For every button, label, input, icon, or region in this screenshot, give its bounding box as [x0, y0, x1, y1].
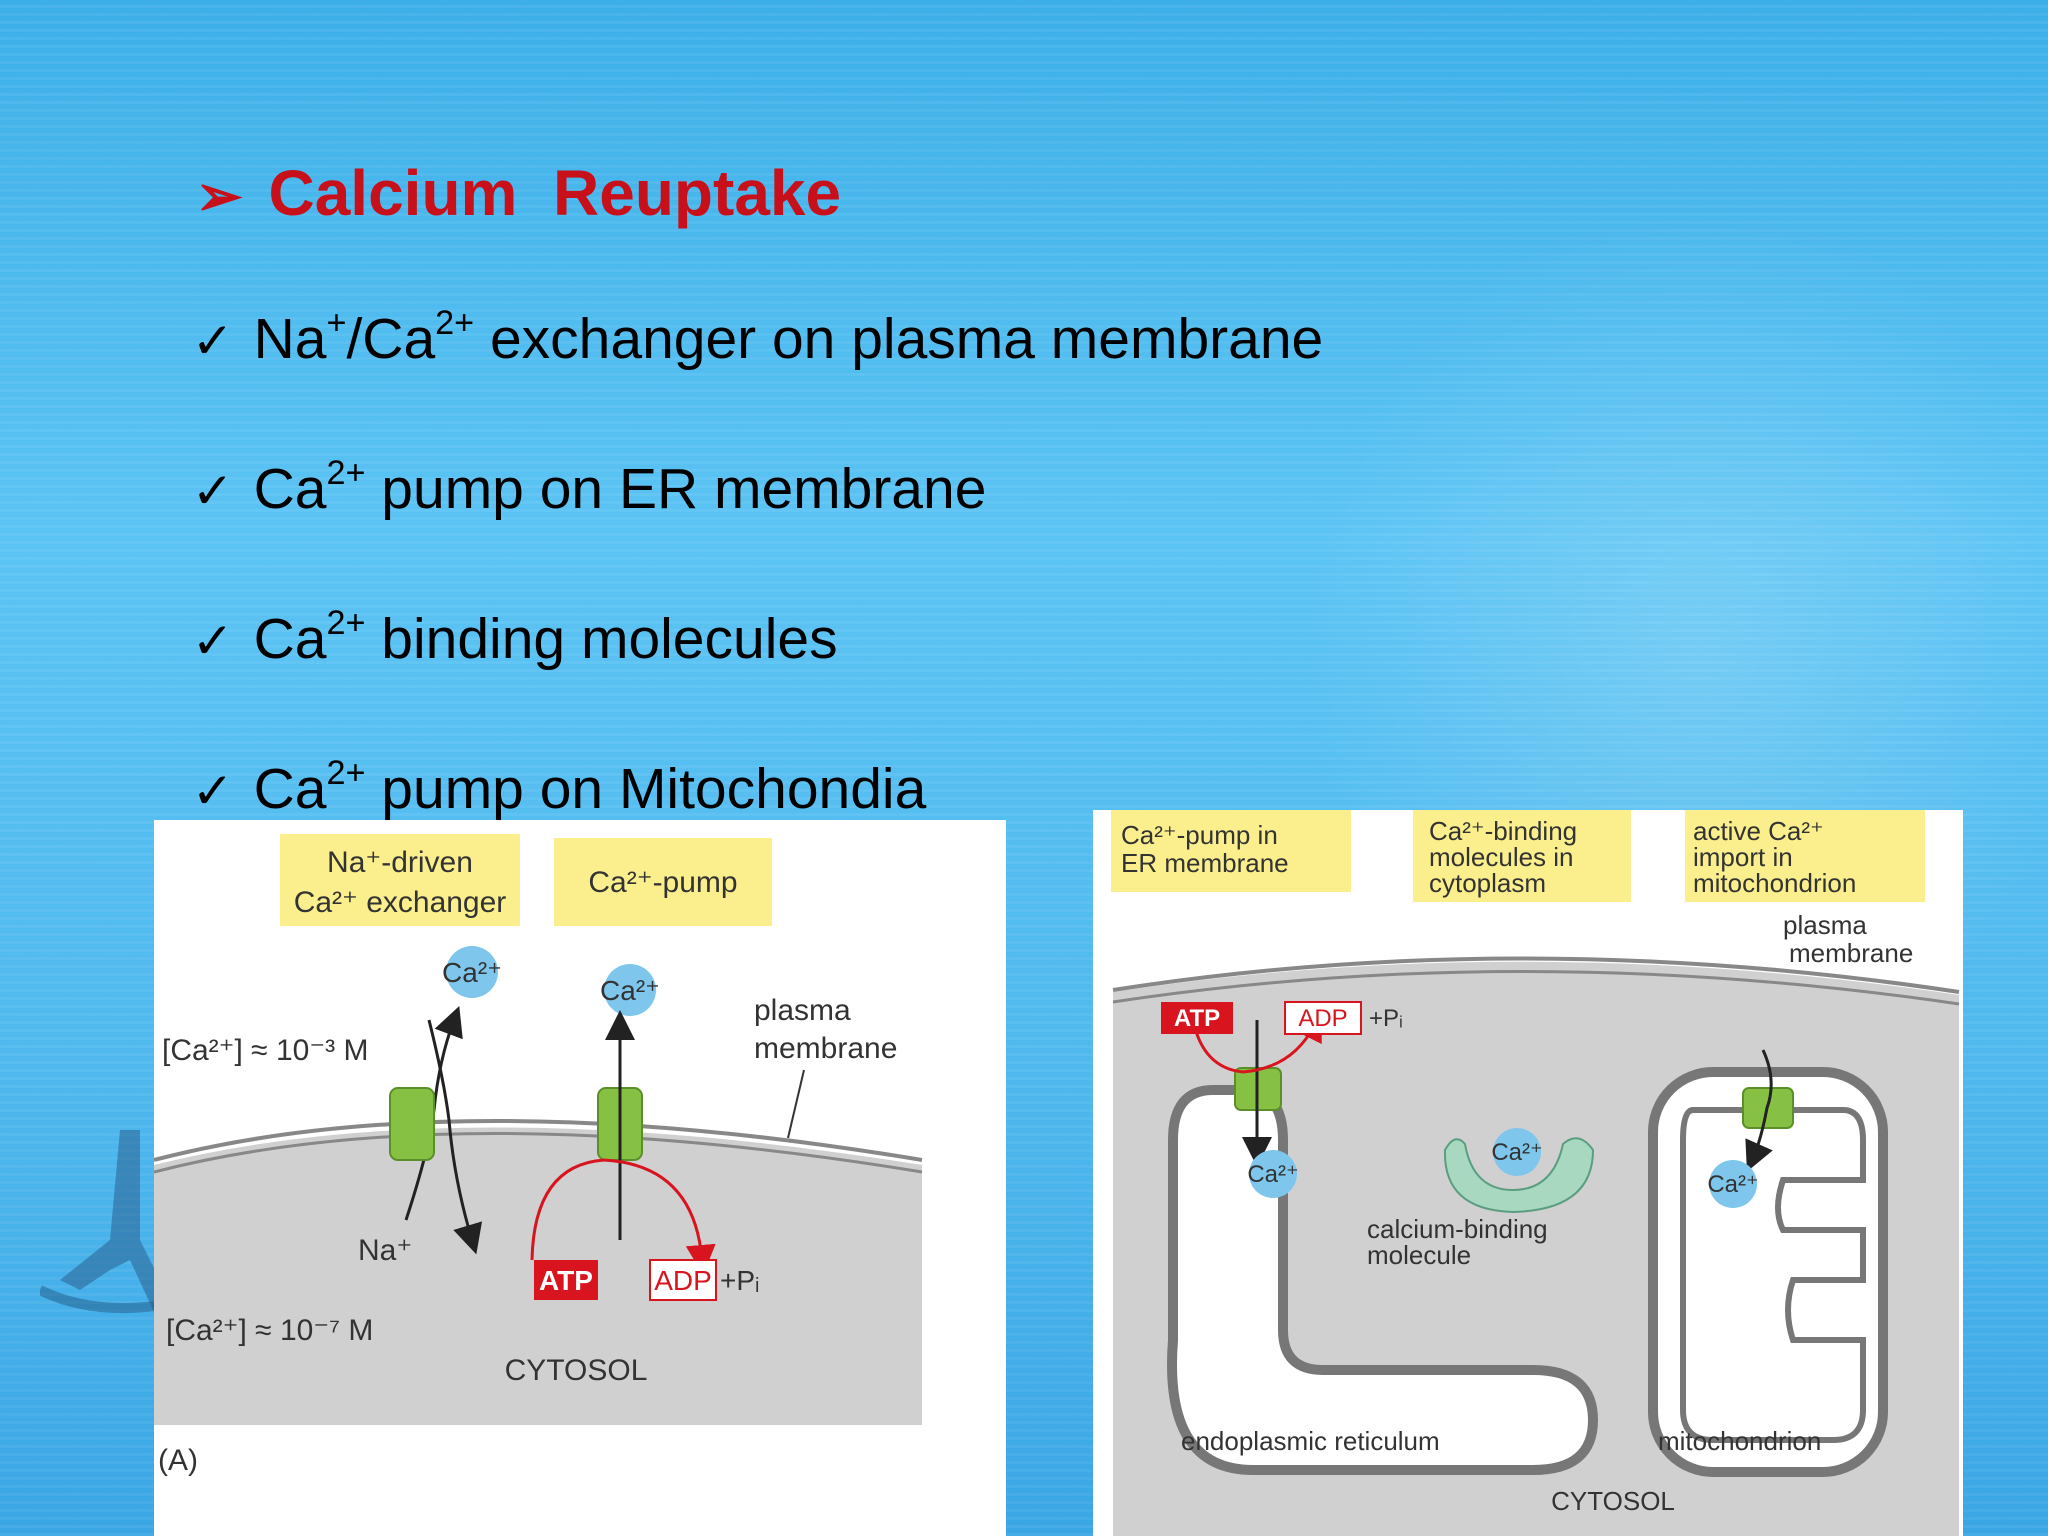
exchanger-label-line2: Ca²⁺ exchanger [294, 886, 507, 919]
bullet-item: ✓Na+/Ca2+ exchanger on plasma membrane [191, 304, 1324, 371]
calcium-ion [446, 946, 498, 998]
svg-text:ADP: ADP [654, 1265, 712, 1296]
svg-text:molecules in: molecules in [1429, 842, 1574, 872]
bullet-item: ✓Ca2+ pump on Mitochondia [191, 754, 927, 821]
sodium-ion-label: Na⁺ [358, 1234, 412, 1267]
inside-concentration: [Ca²⁺] ≈ 10⁻⁷ M [166, 1314, 373, 1347]
figure-plasma-membrane: Na⁺-driven Ca²⁺ exchanger Ca²⁺-pump Ca²⁺… [154, 820, 1006, 1536]
exchanger-protein [389, 1087, 435, 1161]
adp-label [1284, 1001, 1362, 1035]
plasma-membrane-line [1112, 956, 1960, 994]
svg-text:Ca²⁺: Ca²⁺ [1707, 1171, 1758, 1198]
svg-text:Ca²⁺-pump in: Ca²⁺-pump in [1121, 820, 1278, 850]
pump-label-box [554, 838, 772, 926]
svg-text:ATP: ATP [1174, 1005, 1220, 1032]
svg-text:ADP: ADP [1298, 1005, 1347, 1032]
svg-text:import in: import in [1693, 842, 1793, 872]
svg-text:+Pᵢ: +Pᵢ [720, 1265, 759, 1296]
figure-organelle-uptake: Ca²⁺-pump in ER membrane Ca²⁺-binding mo… [1093, 810, 1963, 1536]
svg-text:calcium-binding: calcium-binding [1367, 1214, 1548, 1244]
exchanger-label-box [280, 834, 520, 926]
bullet-item: ✓Ca2+ pump on ER membrane [191, 454, 987, 521]
calcium-ion [1709, 1160, 1757, 1208]
checkmark-icon: ✓ [191, 613, 234, 669]
calcium-ion [1493, 1128, 1541, 1176]
svg-text:mitochondrion: mitochondrion [1693, 868, 1856, 898]
svg-text:Ca²⁺: Ca²⁺ [600, 975, 660, 1006]
svg-text:cytoplasm: cytoplasm [1429, 868, 1546, 898]
adp-label [649, 1259, 717, 1301]
svg-text:ER membrane: ER membrane [1121, 848, 1289, 878]
panel-label: (A) [158, 1444, 198, 1477]
pump-label: Ca²⁺-pump [588, 866, 737, 899]
membrane-label-line2: membrane [1789, 938, 1913, 968]
atp-label [534, 1260, 598, 1300]
svg-text:Ca²⁺-binding: Ca²⁺-binding [1429, 816, 1577, 846]
svg-text:Ca²⁺: Ca²⁺ [1491, 1139, 1542, 1166]
plasma-membrane-line [154, 1119, 923, 1162]
slide-title: ➢ Calcium Reuptake [160, 82, 842, 230]
calcium-ion [1249, 1150, 1297, 1198]
title-text: Calcium Reuptake [268, 157, 842, 229]
membrane-label-line1: plasma [1783, 910, 1867, 940]
checkmark-icon: ✓ [191, 763, 234, 819]
calcium-ion [604, 964, 656, 1016]
er-label: endoplasmic reticulum [1181, 1426, 1440, 1456]
er-pump-label-box [1111, 810, 1351, 892]
checkmark-icon: ✓ [191, 313, 234, 369]
cytosol-label: CYTOSOL [505, 1354, 648, 1387]
cytosol-label: CYTOSOL [1551, 1486, 1675, 1516]
bullet-item: ✓Ca2+ binding molecules [191, 604, 838, 671]
svg-text:Ca²⁺: Ca²⁺ [442, 957, 502, 988]
binding-label-box [1413, 810, 1631, 902]
membrane-label-line2: membrane [754, 1032, 897, 1065]
outside-concentration: [Ca²⁺] ≈ 10⁻³ M [162, 1034, 369, 1067]
membrane-label-line1: plasma [754, 994, 851, 1027]
svg-text:active Ca²⁺: active Ca²⁺ [1693, 816, 1824, 846]
atp-label [1161, 1002, 1233, 1034]
svg-text:molecule: molecule [1367, 1240, 1471, 1270]
exchanger-label-line1: Na⁺-driven [327, 846, 473, 879]
svg-text:+Pᵢ: +Pᵢ [1369, 1005, 1403, 1032]
checkmark-icon: ✓ [191, 463, 234, 519]
mito-label-box [1685, 810, 1925, 902]
svg-text:ATP: ATP [539, 1265, 593, 1296]
mitochondrion-label: mitochondrion [1658, 1426, 1821, 1456]
svg-text:Ca²⁺: Ca²⁺ [1247, 1161, 1298, 1188]
arrow-bullet-icon: ➢ [195, 164, 243, 227]
calcium-binding-molecule [1443, 1137, 1595, 1214]
